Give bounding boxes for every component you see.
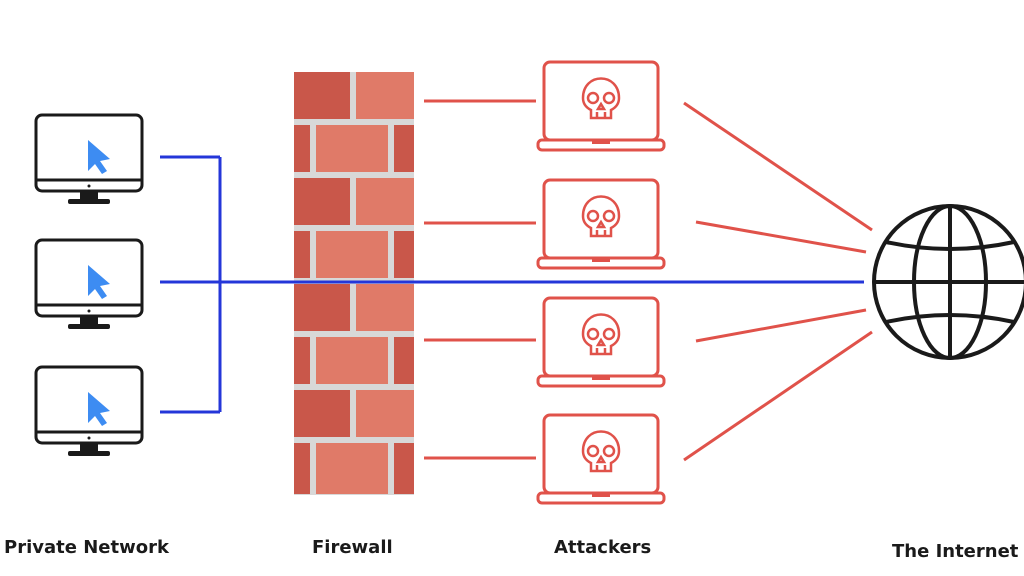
laptop-skull-icon (536, 296, 666, 388)
firewall-attacker-links (424, 99, 536, 460)
brick (394, 443, 414, 494)
brick (316, 125, 388, 172)
brick (294, 231, 310, 278)
brick (356, 178, 414, 225)
brick (316, 337, 388, 384)
laptop-skull-icon (536, 60, 666, 152)
attacker-laptops (536, 60, 666, 505)
brick (294, 125, 310, 172)
brick (394, 125, 414, 172)
mouse-cursor-icon (88, 140, 110, 174)
globe-icon (872, 204, 1024, 360)
brick (316, 231, 388, 278)
brick (316, 443, 388, 494)
brick (356, 284, 414, 331)
label-internet: The Internet (892, 541, 1019, 562)
brick (294, 284, 350, 331)
desktop-monitor-icon (34, 365, 144, 456)
brick (294, 443, 310, 494)
skull-icon (581, 430, 621, 473)
brick (356, 72, 414, 119)
desktop-monitor-icon (34, 113, 144, 204)
firewall-wall (294, 72, 414, 495)
laptop-skull-icon (536, 178, 666, 270)
private-computers (34, 113, 144, 456)
laptop-skull-icon (536, 413, 666, 505)
brick (394, 231, 414, 278)
label-attackers: Attackers (554, 537, 652, 558)
brick (294, 390, 350, 437)
private-network-links (160, 155, 864, 414)
label-private-network: Private Network (4, 537, 169, 558)
mouse-cursor-icon (88, 265, 110, 299)
brick (356, 390, 414, 437)
brick (294, 337, 310, 384)
brick (294, 178, 350, 225)
brick (394, 337, 414, 384)
skull-icon (581, 195, 621, 238)
internet-attacker-links (683, 101, 873, 462)
label-firewall: Firewall (312, 537, 393, 558)
desktop-monitor-icon (34, 238, 144, 329)
mouse-cursor-icon (88, 392, 110, 426)
brick (294, 72, 350, 119)
skull-icon (581, 77, 621, 120)
skull-icon (581, 313, 621, 356)
